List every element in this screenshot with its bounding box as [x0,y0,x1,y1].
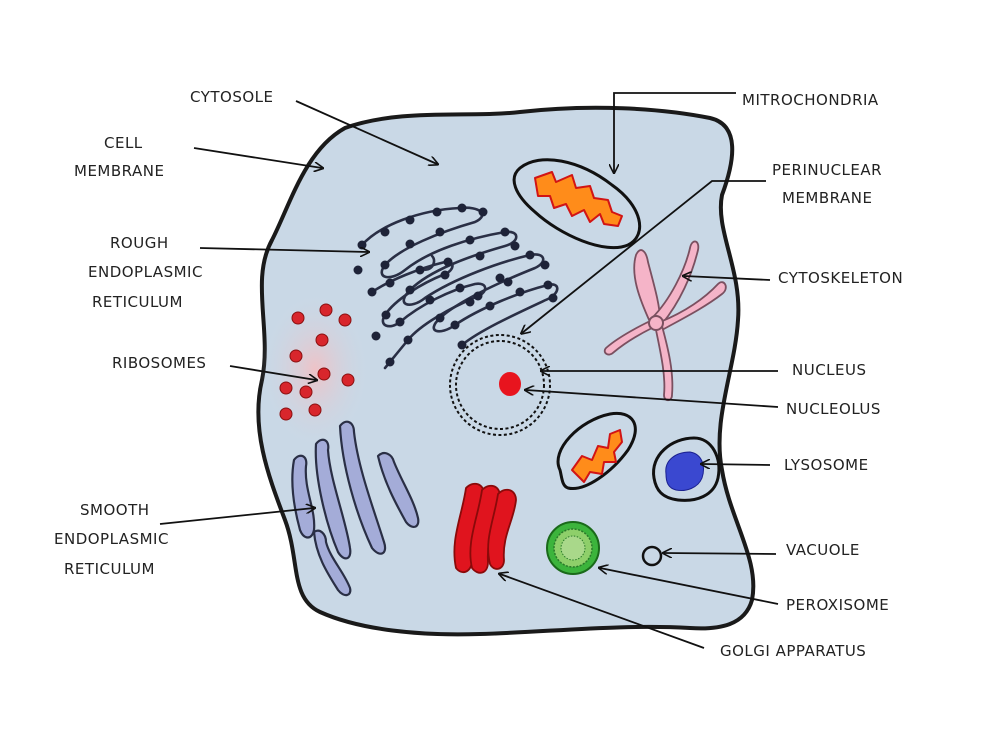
label-vacuole: VACUOLE [786,541,860,559]
label-lysosome: LYSOSOME [784,456,869,474]
cytoskeleton [603,240,727,402]
ribosome [279,381,293,395]
ribosome [308,403,322,417]
arrow-vacuole [664,553,777,554]
label-nucleus: NUCLEUS [792,361,867,379]
label-nucleolus: NUCLEOLUS [786,400,881,418]
smooth-endoplasmic-reticulum [291,420,420,597]
ribosome [317,367,331,381]
ribosome [341,373,355,387]
arrow-nucleolus [526,390,779,408]
rough-er-ribosomes [353,203,558,367]
label-mitochondria: MITROCHONDRIA [742,91,879,109]
ribosome [289,349,303,363]
arrow-golgi [500,574,705,649]
label-smooth-er-line1: SMOOTH [80,501,150,519]
perinuclear-membrane-outer [449,334,551,436]
label-ribosomes: RIBOSOMES [112,354,206,372]
ribosome [279,407,293,421]
arrow-ribosomes [229,365,316,380]
golgi-apparatus [453,482,517,574]
label-smooth-er-line2: ENDOPLASMIC [54,530,169,548]
arrow-peroxisome [600,568,779,605]
arrow-rough-er [199,248,368,252]
peroxisome [546,521,600,575]
label-golgi: GOLGI APPARATUS [720,642,866,660]
label-cytosole: CYTOSOLE [190,88,274,106]
ribosome [315,333,329,347]
perinuclear-membrane-inner [455,340,545,430]
mitochondria [512,158,642,250]
arrow-perinuclear [522,180,766,333]
arrow-smooth-er [159,508,314,525]
labels: CYTOSOLE CELL MEMBRANE ROUGH ENDOPLASMIC… [54,88,903,660]
arrow-cytoskeleton [684,276,771,280]
ribosome [338,313,352,327]
label-perinuclear-line1: PERINUCLEAR [772,161,882,179]
ribosome [291,311,305,325]
mitochondrion-small [556,411,637,490]
label-cell-membrane-line2: MEMBRANE [74,162,164,180]
leader-lines [159,92,779,649]
label-rough-er-line3: RETICULUM [92,293,183,311]
vacuole [641,545,663,567]
label-cytoskeleton: CYTOSKELETON [778,269,903,287]
ribosomes [279,303,355,421]
label-perinuclear-line2: MEMBRANE [782,189,872,207]
label-rough-er-line2: ENDOPLASMIC [88,263,203,281]
arrow-lysosome [702,464,771,465]
ribosome [299,385,313,399]
ribosome [319,303,333,317]
nucleus [449,334,551,436]
arrow-cell-membrane [193,147,322,168]
label-smooth-er-line3: RETICULUM [64,560,155,578]
arrow-cytosole [295,100,437,164]
arrow-mitochondria [614,92,736,172]
mitochondria-inner [534,171,623,227]
label-peroxisome: PEROXISOME [786,596,889,614]
nucleolus [499,372,521,396]
label-cell-membrane-line1: CELL [104,134,143,152]
label-rough-er-line1: ROUGH [110,234,169,252]
lysosome [652,436,721,502]
